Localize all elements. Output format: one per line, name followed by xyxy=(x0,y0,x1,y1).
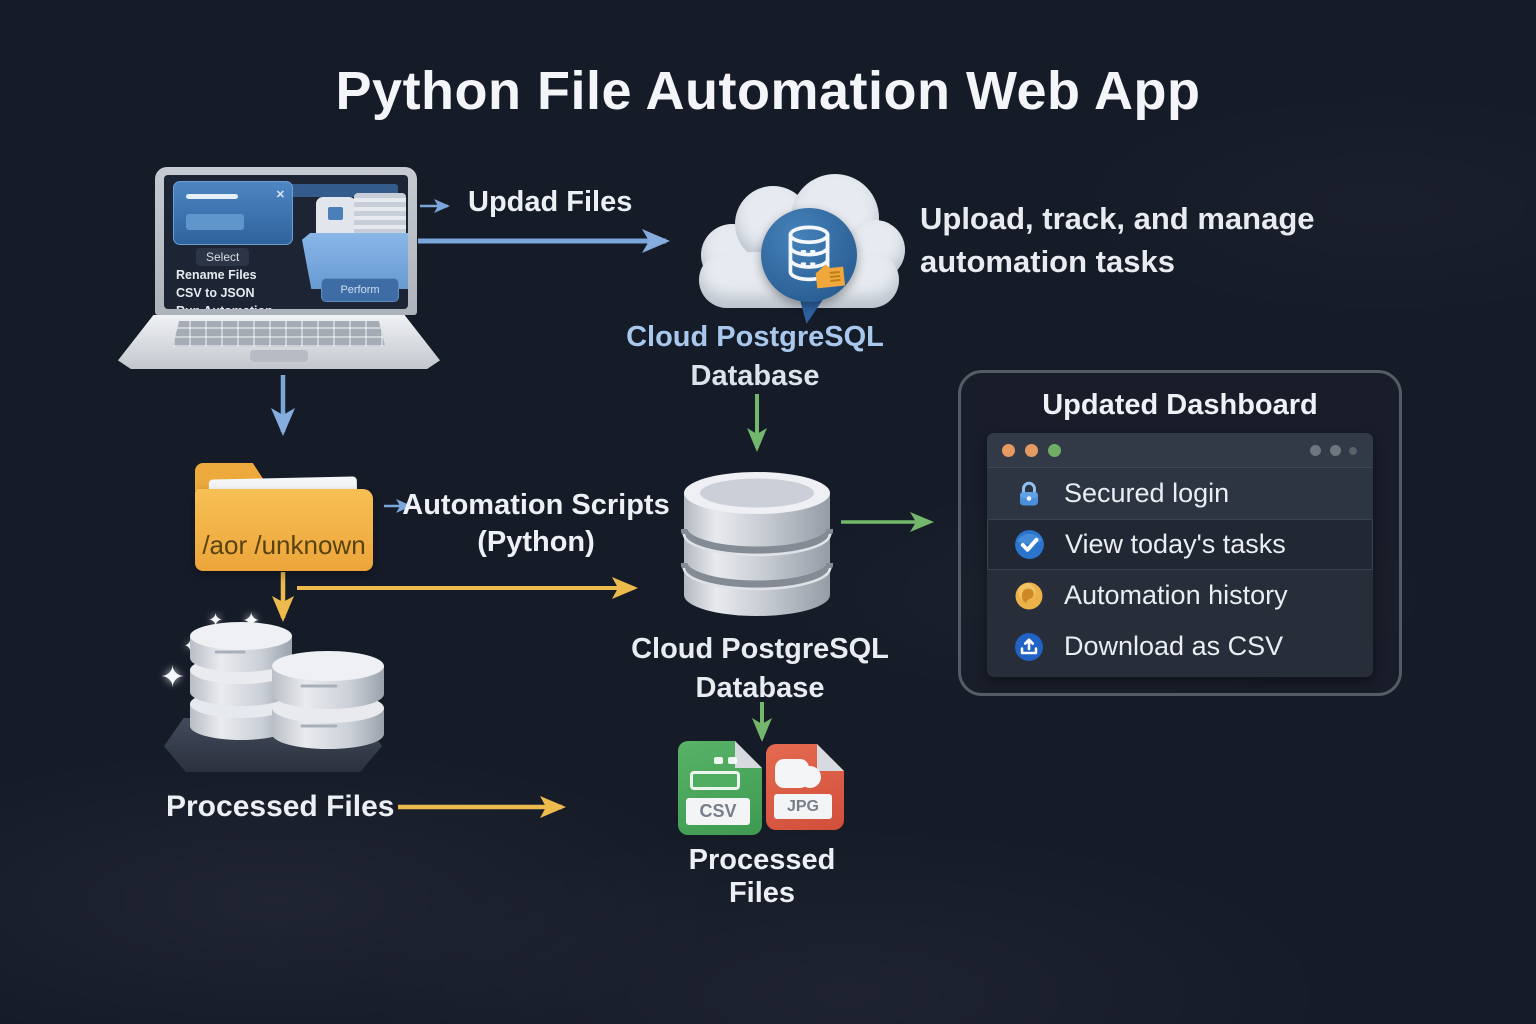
laptop-display: ✕ Select Rename Files CSV to JSON Run Au… xyxy=(164,175,408,309)
dashboard-item-secured-login: Secured login xyxy=(987,468,1373,519)
dashboard-item-label: Automation history xyxy=(1064,580,1288,610)
dashboard-item-label: Download as CSV xyxy=(1064,631,1284,661)
cloud-icon xyxy=(695,168,905,326)
tagline-line2: automation tasks xyxy=(920,244,1175,279)
csv-badge: CSV xyxy=(686,798,750,825)
dialog-button xyxy=(186,214,244,230)
menu-item-csv-json: CSV to JSON xyxy=(176,286,255,300)
dashboard-window: Secured login View today's tasks xyxy=(987,433,1373,677)
csv-file-icon: CSV xyxy=(678,741,762,835)
folded-corner-icon xyxy=(817,744,844,771)
perform-button: Perform xyxy=(321,278,399,302)
window-titlebar xyxy=(987,433,1373,468)
center-db-label: Cloud PostgreSQL Database xyxy=(630,630,890,708)
jpg-file-icon: JPG xyxy=(766,744,844,830)
lock-icon xyxy=(1020,481,1038,505)
dashboard-item-download-csv: Download as CSV xyxy=(987,621,1373,672)
processed-stack-icon: ✦ ✦ ✦ ✦ xyxy=(158,608,394,780)
dashboard-title: Updated Dashboard xyxy=(1042,389,1318,421)
folder-cursor-icon xyxy=(815,264,846,289)
window-dot-icon xyxy=(1002,444,1015,457)
laptop-keyboard xyxy=(172,321,386,347)
page-title: Python File Automation Web App xyxy=(335,61,1201,121)
laptop-illustration: ✕ Select Rename Files CSV to JSON Run Au… xyxy=(118,167,440,369)
processed-files-label-left: Processed Files xyxy=(166,790,395,823)
dashboard-item-view-tasks: View today's tasks xyxy=(987,519,1373,570)
tagline-line1: Upload, track, and manage xyxy=(920,201,1315,236)
cloud-db-label: Cloud PostgreSQL Database xyxy=(610,318,900,396)
window-dot-icon xyxy=(1025,444,1038,457)
jpg-badge: JPG xyxy=(774,794,832,819)
upload-files-label: Updad Files xyxy=(468,186,633,218)
menu-item-select: Select xyxy=(196,248,250,266)
processed-files-label-center: Processed Files xyxy=(688,844,836,909)
close-icon: ✕ xyxy=(275,189,285,201)
folder-label: /aor /unknown xyxy=(202,530,366,560)
folder-icon: /aor /unknown xyxy=(195,463,373,571)
scripts-line2: (Python) xyxy=(477,526,595,558)
menu-item-run: Run Automation. xyxy=(174,302,314,309)
disc-stacks-icon xyxy=(190,622,384,749)
automation-menu: Select Rename Files CSV to JSON Run Auto… xyxy=(174,248,314,309)
dialog-title-bar xyxy=(186,194,238,199)
automation-scripts-label: Automation Scripts (Python) xyxy=(402,487,670,561)
folded-corner-icon xyxy=(735,741,762,768)
center-db-label-line1: Cloud PostgreSQL xyxy=(631,633,889,665)
scripts-line1: Automation Scripts xyxy=(402,489,670,521)
laptop-base xyxy=(118,315,440,369)
mini-dialog: ✕ xyxy=(173,181,293,245)
dashboard-panel: Updated Dashboard Secured l xyxy=(958,370,1402,696)
sparkle-icon: ✦ xyxy=(160,661,186,694)
window-dot-icon xyxy=(1048,444,1061,457)
window-dot-icon xyxy=(1330,445,1341,456)
window-dot-icon xyxy=(1349,447,1357,455)
open-folder-icon xyxy=(302,189,408,293)
dashboard-list: Secured login View today's tasks xyxy=(987,468,1373,677)
window-dot-icon xyxy=(1310,445,1321,456)
cloud-db-label-line2: Database xyxy=(690,360,820,392)
download-icon xyxy=(1015,632,1043,661)
laptop-screen: ✕ Select Rename Files CSV to JSON Run Au… xyxy=(155,167,417,315)
dashboard-item-label: Secured login xyxy=(1064,478,1230,508)
tagline: Upload, track, and manage automation tas… xyxy=(920,197,1315,283)
laptop-trackpad xyxy=(250,350,308,362)
postgres-cylinder-icon xyxy=(681,472,833,616)
checkmark-icon xyxy=(1015,530,1044,559)
image-thumb-icon xyxy=(775,759,821,788)
center-db-label-line2: Database xyxy=(695,672,825,704)
history-icon xyxy=(1015,582,1043,609)
sparkle-icon: ✦ xyxy=(184,638,195,653)
dashboard-item-history: Automation history xyxy=(987,570,1373,621)
dashboard-item-label: View today's tasks xyxy=(1065,529,1286,559)
cloud-db-label-line1: Cloud PostgreSQL xyxy=(626,321,884,353)
menu-item-rename: Rename Files xyxy=(176,268,257,282)
